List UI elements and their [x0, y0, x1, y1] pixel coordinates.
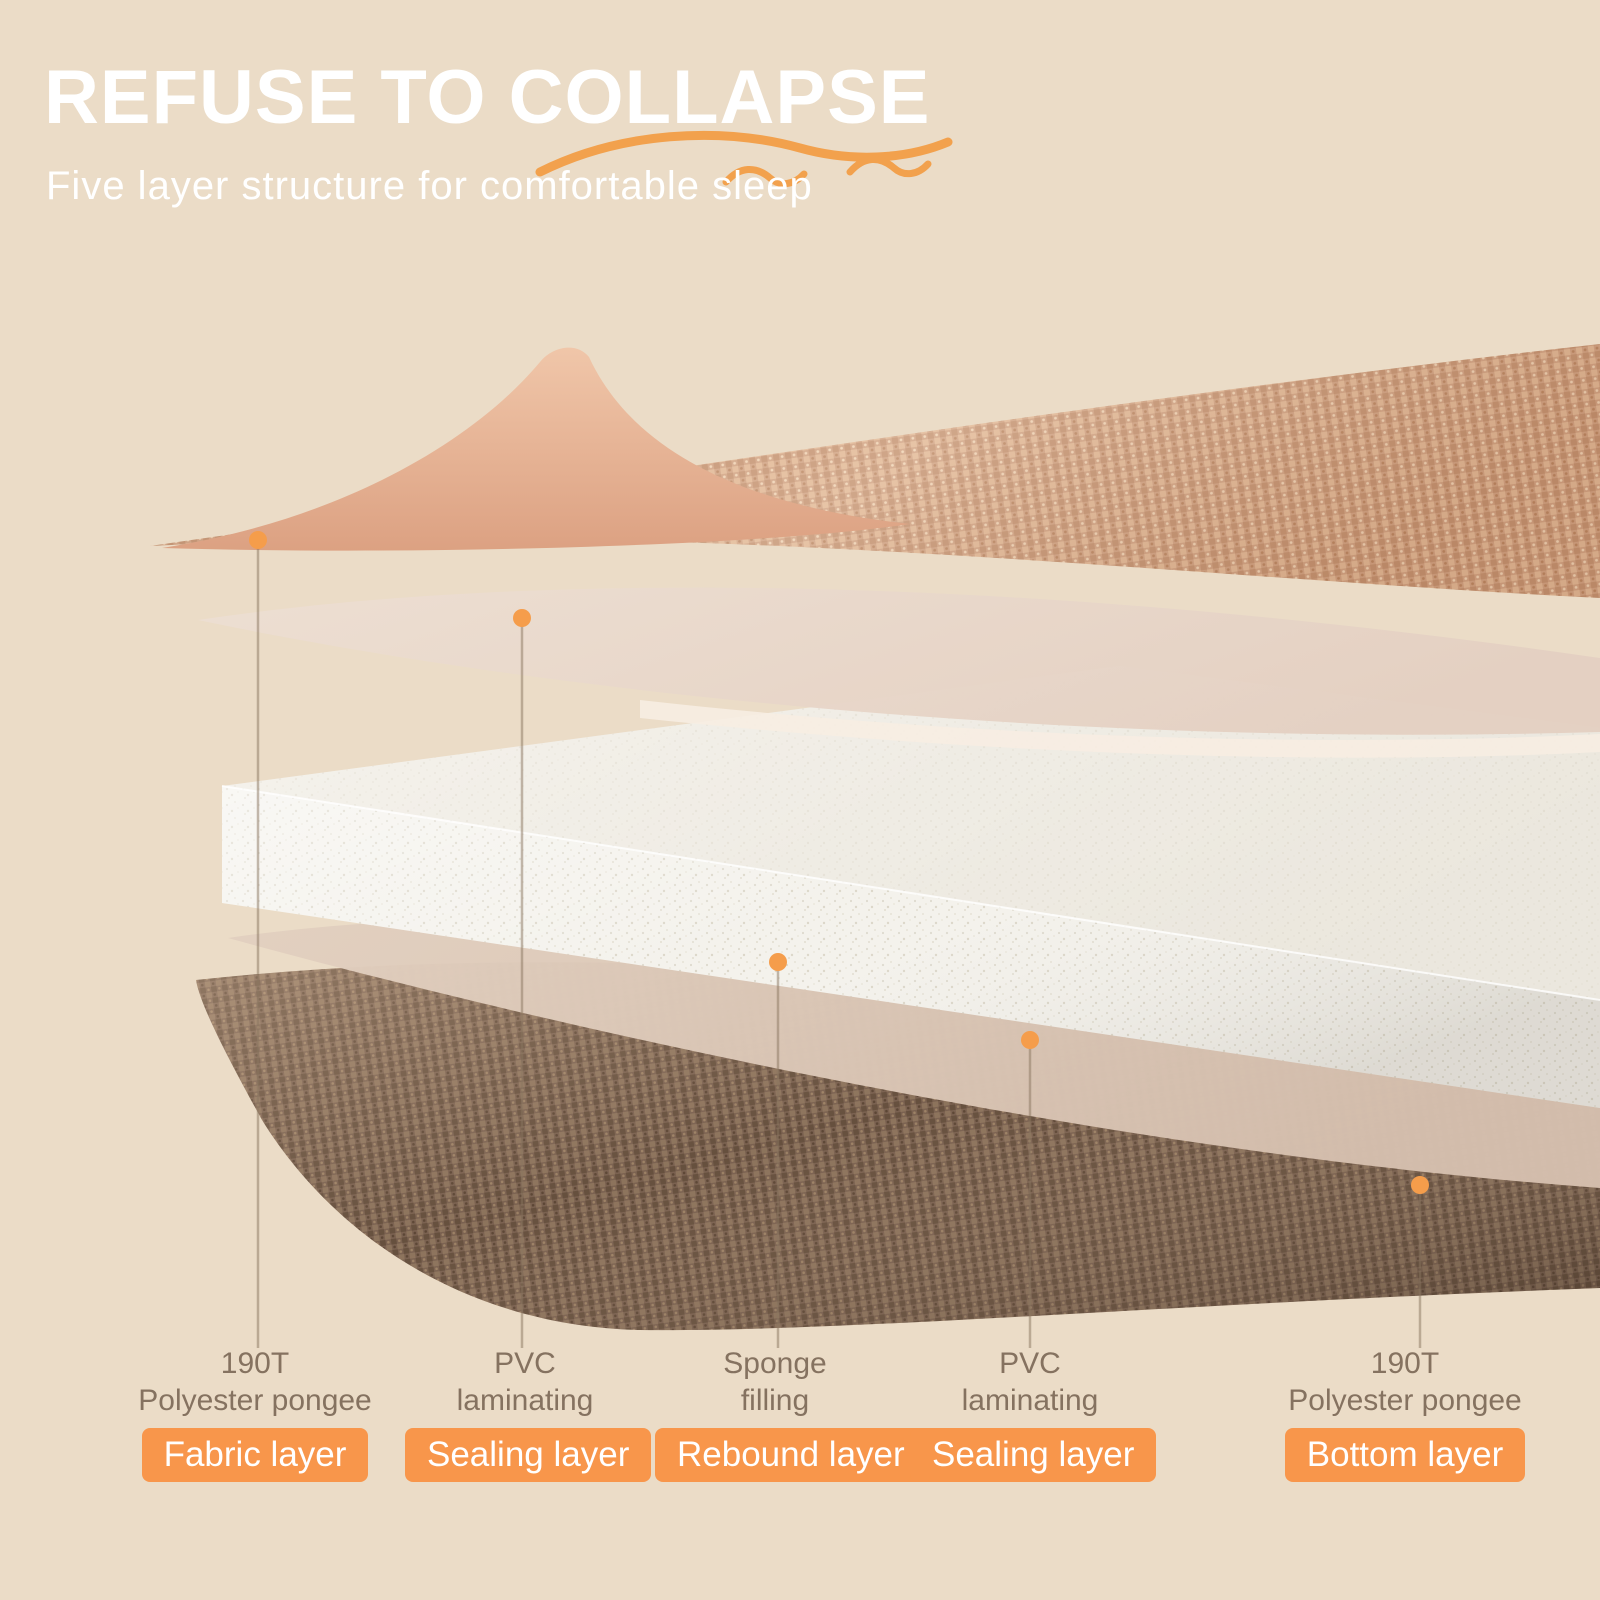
leader-dot-sponge [769, 953, 787, 971]
layer-label-bottom: 190T Polyester pongee Bottom layer [1235, 1346, 1575, 1483]
layer-labels: 190T Polyester pongee Fabric layer PVC l… [0, 1346, 1600, 1506]
layer-badge-sealing-bottom: Sealing layer [910, 1428, 1157, 1483]
material-name: Sponge filling [723, 1347, 827, 1417]
leader-dot-bottom [1411, 1176, 1429, 1194]
leader-dot-sealing-top [513, 609, 531, 627]
material-name: PVC laminating [456, 1347, 594, 1417]
layer-badge-sponge: Rebound layer [655, 1428, 927, 1483]
title-underline-swoosh [535, 130, 953, 188]
layer-badge-fabric: Fabric layer [141, 1428, 369, 1483]
layer-badge-bottom: Bottom layer [1284, 1428, 1526, 1483]
material-name: 190T Polyester pongee [138, 1347, 372, 1417]
top-curl-graphic [162, 347, 910, 551]
material-name: 190T Polyester pongee [1288, 1347, 1522, 1417]
layer-label-sealing-top: PVC laminating Sealing layer [405, 1346, 652, 1483]
page-title: REFUSE TO COLLAPSE [44, 55, 931, 140]
sealing-layer-top-graphic [198, 587, 1600, 758]
leader-dot-fabric [249, 531, 267, 549]
material-name: PVC laminating [961, 1347, 1099, 1417]
sealing-layer-bottom-graphic [228, 918, 1600, 1188]
layer-label-sponge: Sponge filling Rebound layer [655, 1346, 927, 1483]
header: REFUSE TO COLLAPSE Five layer structure … [44, 58, 930, 209]
fabric-layer-graphic [150, 344, 1600, 598]
layer-label-sealing-bottom: PVC laminating Sealing layer [910, 1346, 1157, 1483]
layer-badge-sealing-top: Sealing layer [405, 1428, 652, 1483]
layer-label-fabric: 190T Polyester pongee Fabric layer [95, 1346, 415, 1483]
page-subtitle: Five layer structure for comfortable sle… [46, 163, 813, 208]
leader-dot-sealing-bottom [1021, 1031, 1039, 1049]
